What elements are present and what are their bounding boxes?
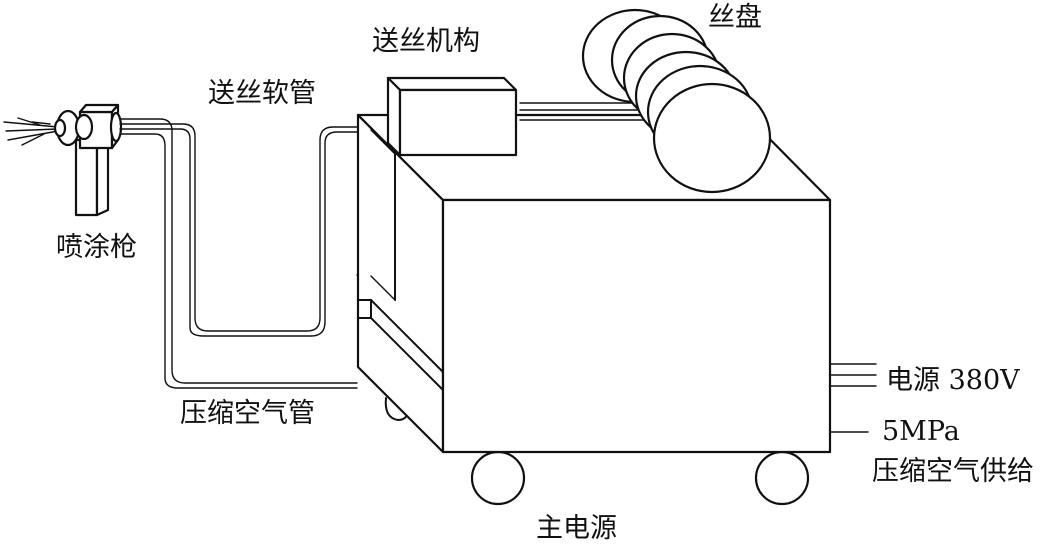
spray-jet [3,117,59,146]
wire-feed-hose [119,123,391,337]
power-supply-label: 电源 380V [886,365,1020,396]
main-power-label: 主电源 [536,513,617,544]
spray-gun [53,103,123,217]
spray-gun-label: 喷涂枪 [56,232,137,263]
compressed-air-supply-label: 压缩空气供给 [872,456,1034,487]
wire-feed-mechanism-label: 送丝机构 [372,26,480,57]
front-left-wheel [470,450,526,506]
wire-feed-mechanism [386,76,518,157]
cabinet-wheels [384,397,810,506]
wire-spool-label: 丝盘 [708,2,762,33]
wire-feed-hose-label: 送丝软管 [208,78,316,109]
air-pressure-label: 5MPa [882,416,960,447]
front-right-wheel [754,450,810,506]
compressed-air-hose-label: 压缩空气管 [180,398,315,429]
wire-spool [519,8,772,194]
supply-leads [829,363,877,433]
